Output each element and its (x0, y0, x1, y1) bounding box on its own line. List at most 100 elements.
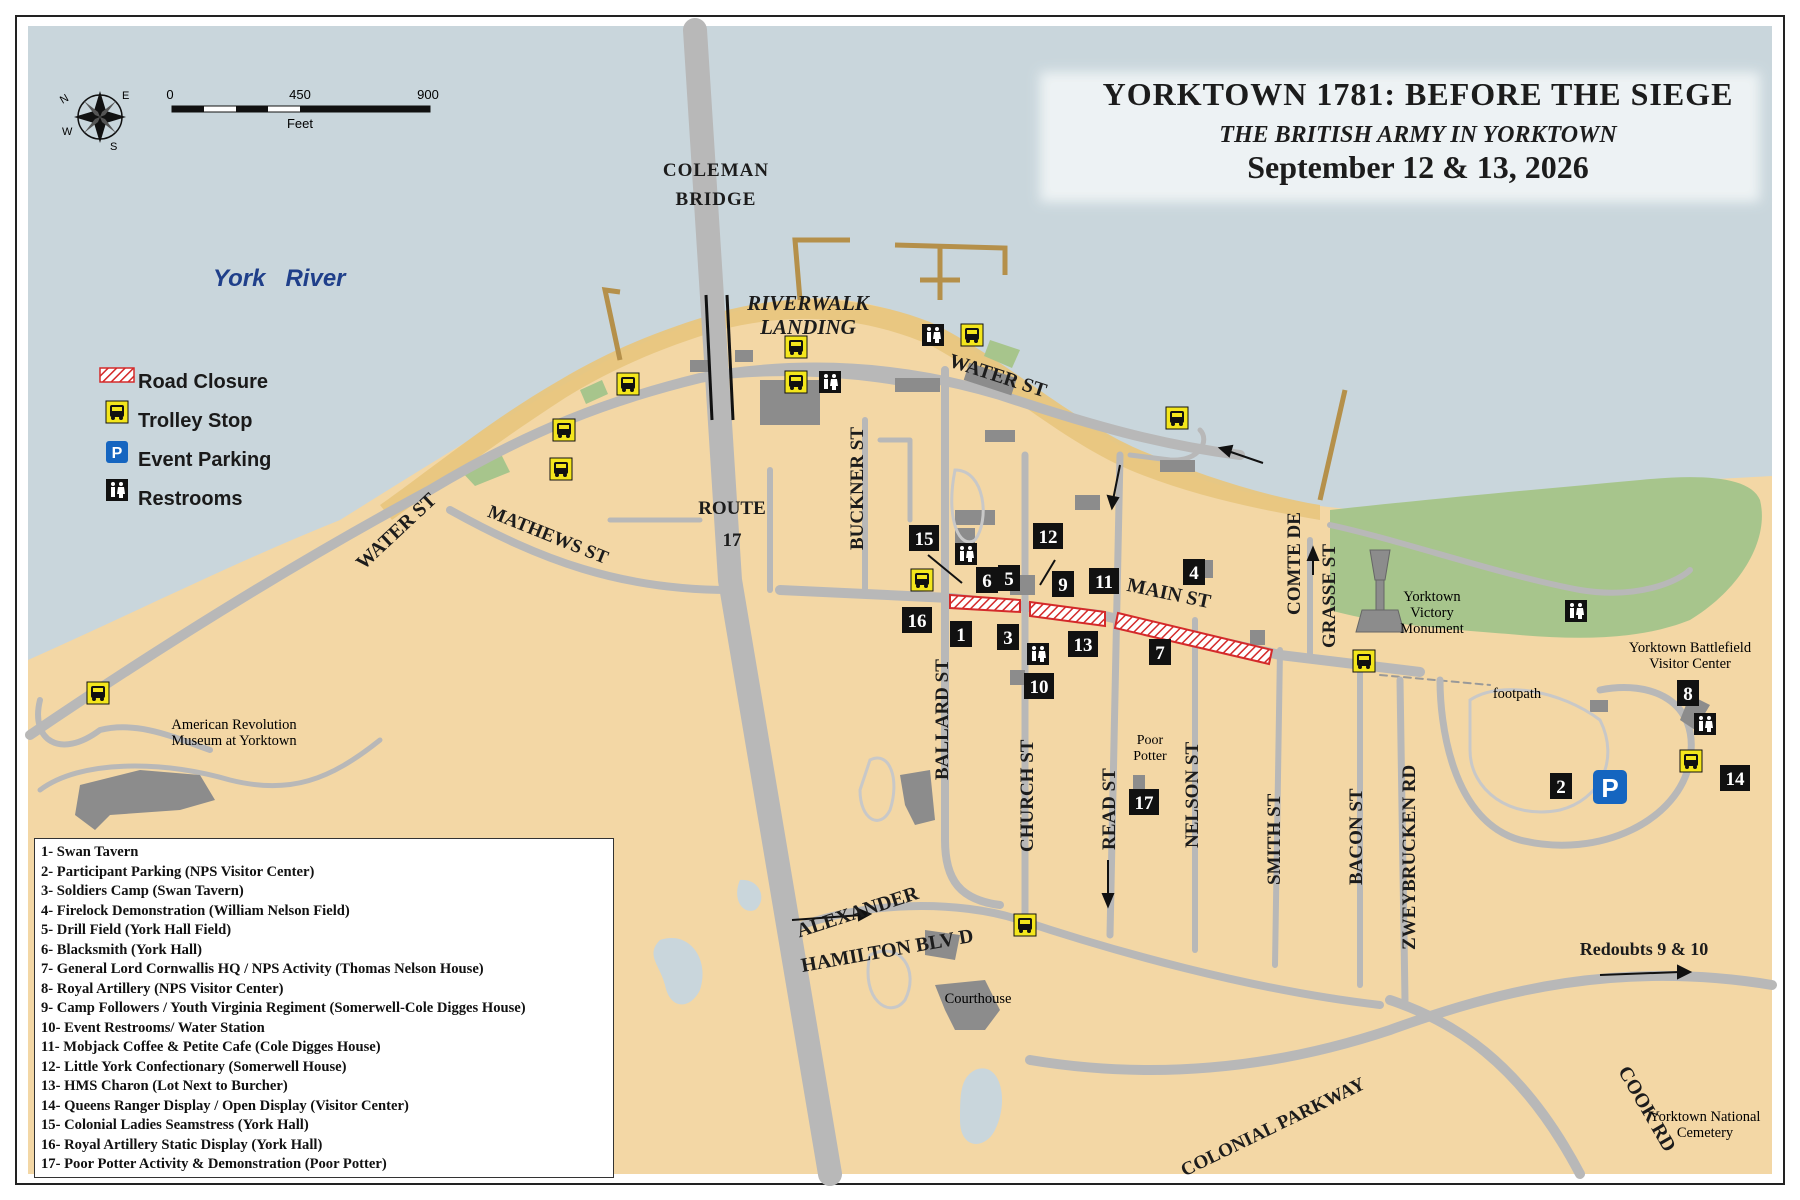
label-coleman-bridge-2: BRIDGE (676, 189, 757, 210)
map-title: YORKTOWN 1781: BEFORE THE SIEGE (1103, 76, 1734, 112)
legend-trolley-stop: Trolley Stop (138, 410, 252, 432)
marker-9: 9 (1052, 571, 1074, 597)
piers (601, 237, 1348, 501)
scale-bar: 0 450 900 Feet (166, 87, 438, 131)
label-courthouse: Courthouse (945, 991, 1012, 1007)
marker-12: 12 (1033, 523, 1063, 549)
trolley-stop-icon (1679, 749, 1703, 773)
legend-item: 17- Poor Potter Activity & Demonstration… (41, 1156, 387, 1172)
restroom-icon (1694, 713, 1716, 735)
label-footpath: footpath (1493, 686, 1542, 702)
label-cemetery-2: Cemetery (1677, 1125, 1734, 1141)
legend-restrooms: Restrooms (138, 488, 242, 510)
marker-3: 3 (997, 624, 1019, 650)
marker-number: 1 (956, 625, 966, 646)
marker-5: 5 (998, 565, 1020, 591)
marker-number: 8 (1683, 684, 1693, 705)
compass-icon (74, 91, 126, 143)
restroom-icon (1027, 643, 1049, 665)
road-network (25, 18, 1777, 1186)
marker-16: 16 (902, 607, 932, 633)
label-nelson-st: NELSON ST (1182, 742, 1203, 848)
coleman-bridge (704, 294, 735, 421)
compass-rose: N E S W (58, 90, 129, 153)
legend-item: 10- Event Restrooms/ Water Station (41, 1019, 265, 1036)
trolley-stop-icon (552, 418, 576, 442)
label-coleman-bridge-1: COLEMAN (663, 160, 769, 181)
label-monument-2: Victory (1410, 605, 1454, 621)
label-visitor-center-1: Yorktown Battlefield (1629, 640, 1752, 656)
marker-number: 11 (1095, 572, 1113, 593)
restroom-locations (819, 324, 1716, 735)
label-zweybrucken-rd: ZWEYBRUCKEN RD (1399, 765, 1420, 950)
marker-number: 16 (908, 611, 927, 632)
marker-2: 2 (1550, 773, 1572, 799)
marker-1: 1 (950, 621, 972, 647)
label-route-17: 17 (723, 530, 743, 551)
trolley-stop-icon (784, 335, 808, 359)
label-poor-potter-2: Potter (1133, 749, 1167, 764)
label-cemetery-1: Yorktown National (1650, 1109, 1761, 1125)
title-block: YORKTOWN 1781: BEFORE THE SIEGE THE BRIT… (1040, 72, 1760, 202)
label-monument-3: Monument (1400, 621, 1464, 637)
label-york-river: York River (213, 265, 347, 292)
legend-item: 6- Blacksmith (York Hall) (41, 941, 202, 958)
road-closure-segment-1 (949, 593, 1021, 614)
trolley-stop-icon (960, 323, 984, 347)
legend-item: 5- Drill Field (York Hall Field) (41, 922, 232, 938)
restroom-icon (106, 479, 128, 501)
road-closure-swatch (99, 367, 135, 383)
label-monument-1: Yorktown (1403, 589, 1461, 605)
marker-number: 9 (1058, 575, 1068, 596)
trolley-stops (86, 323, 1703, 937)
marker-number: 17 (1135, 793, 1155, 814)
trolley-stop-icon (784, 370, 808, 394)
marker-number: 15 (915, 529, 934, 550)
legend-item: 8- Royal Artillery (NPS Visitor Center) (41, 980, 284, 997)
legend-item: 4- Firelock Demonstration (William Nelso… (41, 902, 350, 919)
label-route: ROUTE (698, 498, 766, 519)
label-museum-1: American Revolution (171, 717, 297, 733)
road-closure-segment-3 (1113, 611, 1274, 666)
label-read-st: READ ST (1099, 768, 1120, 850)
trolley-stop-icon (616, 372, 640, 396)
legend-item: 9- Camp Followers / Youth Virginia Regim… (41, 1000, 526, 1016)
legend-item: 2- Participant Parking (NPS Visitor Cent… (41, 863, 315, 880)
legend-item: 7- General Lord Cornwallis HQ / NPS Acti… (41, 961, 484, 977)
parking-icon: P (106, 441, 128, 463)
battlefield-green (1330, 477, 1762, 638)
label-poor-potter-1: Poor (1137, 733, 1164, 748)
legend-item: 16- Royal Artillery Static Display (York… (41, 1136, 323, 1153)
marker-7: 7 (1149, 639, 1171, 665)
scale-tick-0: 0 (166, 87, 173, 102)
marker-number: 14 (1726, 769, 1746, 790)
scale-tick-900: 900 (417, 87, 439, 102)
label-church-st: CHURCH ST (1017, 739, 1038, 852)
road-closures (949, 593, 1274, 666)
trolley-stop-icon (549, 457, 573, 481)
marker-number: 10 (1030, 677, 1049, 698)
label-visitor-center-2: Visitor Center (1649, 656, 1731, 672)
restroom-icon (1565, 600, 1587, 622)
marker-8: 8 (1677, 680, 1699, 706)
legend-item: 12- Little York Confectionary (Somerwell… (41, 1058, 347, 1075)
marker-number: 4 (1189, 563, 1199, 584)
trolley-stop-icon (1352, 649, 1376, 673)
compass-e: E (122, 90, 129, 102)
label-buckner-st: BUCKNER ST (847, 427, 868, 550)
marker-number: 7 (1155, 643, 1165, 664)
trolley-stop-icon (105, 400, 129, 424)
legend-item: 14- Queens Ranger Display / Open Display… (41, 1097, 409, 1114)
road-closure-segment-2 (1029, 600, 1106, 628)
beach-strip (380, 299, 1320, 520)
marker-15: 15 (909, 525, 939, 551)
label-redoubts: Redoubts 9 & 10 (1580, 939, 1709, 959)
marker-number: 6 (982, 571, 992, 592)
label-museum-2: Museum at Yorktown (171, 733, 297, 749)
compass-w: W (62, 126, 73, 138)
marker-13: 13 (1068, 631, 1098, 657)
scale-tick-450: 450 (289, 87, 311, 102)
trolley-stop-icon (86, 681, 110, 705)
